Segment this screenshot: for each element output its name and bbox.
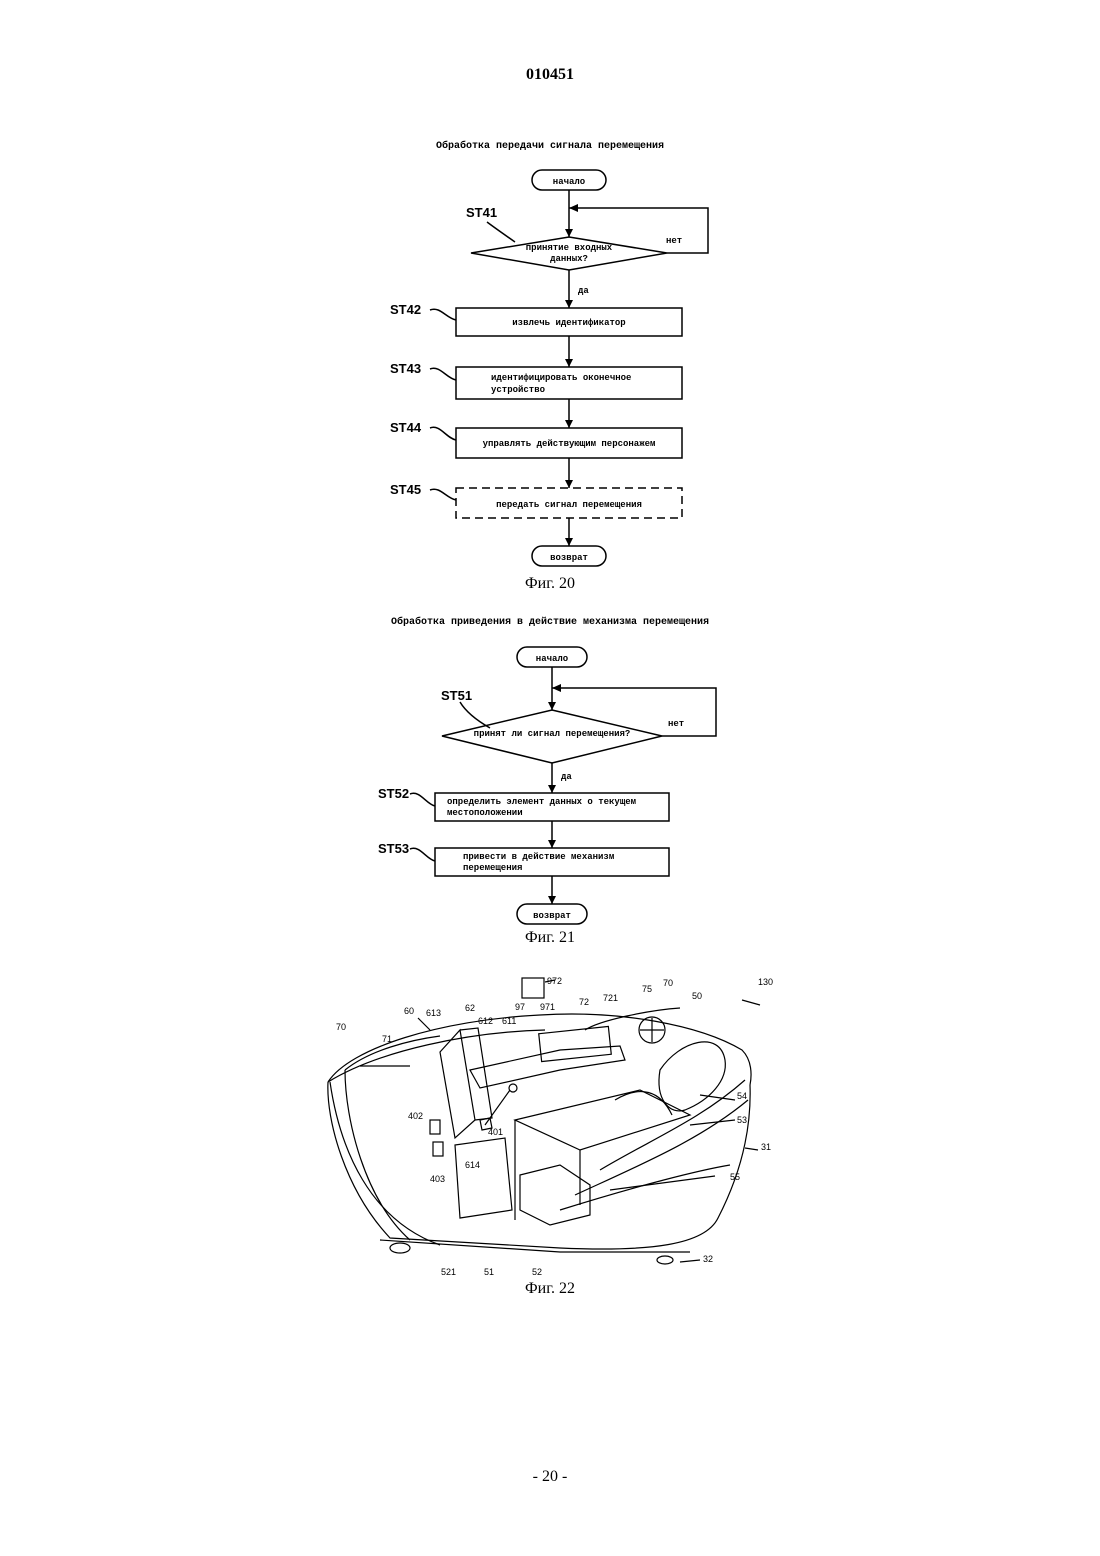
fig21-decision-label: принят ли сигнал перемещения?: [474, 729, 631, 739]
fig21-no-label: нет: [668, 719, 684, 729]
fig20-start-label: начало: [553, 177, 585, 187]
fig20-step-id-st42: ST42: [390, 302, 421, 317]
fig20-decision-line2: данных?: [550, 254, 588, 264]
fig22-label-612: 612: [478, 1016, 493, 1026]
fig22-label-50: 50: [692, 991, 702, 1001]
fig22-label-60: 60: [404, 1006, 414, 1016]
fig20-step-text-st45: передать сигнал перемещения: [496, 500, 642, 510]
fig22-label-70-top: 70: [663, 978, 673, 988]
fig20-decision-line1: принятие входных: [526, 243, 613, 253]
fig22-label-55: 55: [730, 1172, 740, 1182]
fig22-label-62: 62: [465, 1003, 475, 1013]
fig22-label-52: 52: [532, 1267, 542, 1277]
fig22-label-613: 613: [426, 1008, 441, 1018]
fig22-label-611: 611: [502, 1016, 516, 1026]
fig22-label-614: 614: [465, 1160, 480, 1170]
fig21-step-id-st51: ST51: [441, 688, 472, 703]
fig22-label-31: 31: [761, 1142, 771, 1152]
fig22-label-51: 51: [484, 1267, 494, 1277]
fig22-label-972: 972: [547, 976, 562, 986]
fig22-label-97: 97: [515, 1002, 525, 1012]
fig22-label-70-left: 70: [336, 1022, 346, 1032]
fig22-label-402: 402: [408, 1111, 423, 1121]
fig21-step-text-st53-line2: перемещения: [463, 863, 522, 873]
fig22-label-721: 721: [603, 993, 618, 1003]
fig20-step-text-st43-line1: идентифицировать оконечное: [491, 373, 631, 383]
fig21-step-text-st53-line1: привести в действие механизм: [463, 852, 614, 862]
fig21-flowchart: начало принят ли сигнал перемещения? нет…: [0, 640, 1100, 930]
fig22-illustration: 972 97 971 72 721 75 70 50 130 60 613 62…: [0, 970, 1100, 1280]
fig22-label-75: 75: [642, 984, 652, 994]
fig21-step-text-st52-line2: местоположении: [447, 808, 523, 818]
fig20-step-text-st42: извлечь идентификатор: [512, 318, 625, 328]
document-number: 010451: [0, 66, 1100, 84]
fig20-title: Обработка передачи сигнала перемещения: [0, 141, 1100, 152]
fig22-label-53: 53: [737, 1115, 747, 1125]
fig20-flowchart: начало принятие входных данных? нет да S…: [0, 160, 1100, 590]
fig22-label-521: 521: [441, 1267, 456, 1277]
fig20-caption: Фиг. 20: [0, 575, 1100, 593]
fig20-step-text-st43-line2: устройство: [491, 385, 545, 395]
fig22-label-32: 32: [703, 1254, 713, 1264]
fig21-step-id-st53: ST53: [378, 841, 409, 856]
fig20-no-label: нет: [666, 236, 682, 246]
fig21-end-label: возврат: [533, 911, 571, 921]
fig20-step-text-st44: управлять действующим персонажем: [483, 439, 656, 449]
fig20-yes-label: да: [578, 286, 589, 296]
fig22-label-72: 72: [579, 997, 589, 1007]
fig22-label-971: 971: [540, 1002, 555, 1012]
fig22-caption: Фиг. 22: [0, 1280, 1100, 1298]
fig21-step-id-st52: ST52: [378, 786, 409, 801]
fig21-step-text-st52-line1: определить элемент данных о текущем: [447, 797, 636, 807]
fig20-step-id-st43: ST43: [390, 361, 421, 376]
fig20-end-label: возврат: [550, 553, 588, 563]
fig22-label-71: 71: [382, 1034, 392, 1044]
fig20-step-id-st44: ST44: [390, 420, 422, 435]
fig21-yes-label: да: [561, 772, 572, 782]
page-number: - 20 -: [0, 1468, 1100, 1486]
fig21-title: Обработка приведения в действие механизм…: [0, 617, 1100, 628]
fig22-label-54: 54: [737, 1091, 747, 1101]
fig21-start-label: начало: [536, 654, 568, 664]
fig22-label-130: 130: [758, 977, 773, 987]
fig21-caption: Фиг. 21: [0, 929, 1100, 947]
fig20-box-st43: [456, 367, 682, 399]
fig20-step-id-st45: ST45: [390, 482, 421, 497]
fig22-label-401: 401: [488, 1127, 503, 1137]
fig20-step-id-st41: ST41: [466, 205, 497, 220]
fig22-label-403: 403: [430, 1174, 445, 1184]
